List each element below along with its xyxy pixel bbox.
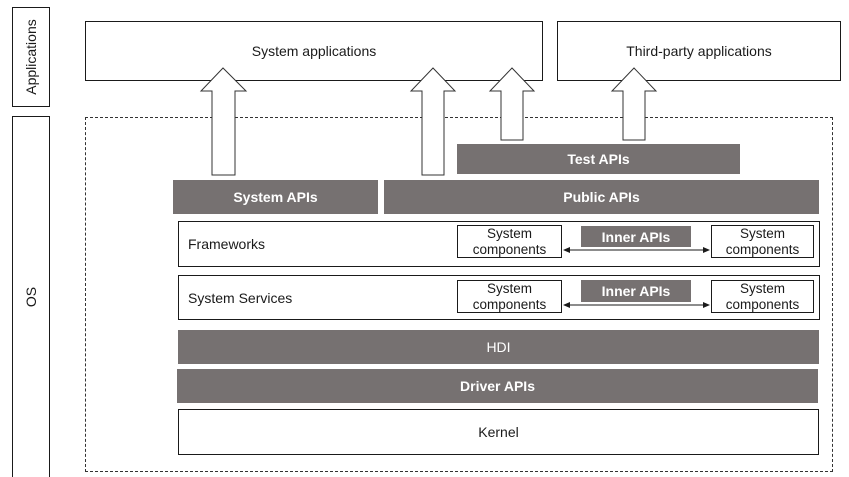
- test-apis-layer: Test APIs: [457, 144, 740, 174]
- driver-apis-label: Driver APIs: [460, 378, 535, 394]
- public-apis-label: Public APIs: [563, 189, 640, 205]
- public-apis-layer: Public APIs: [384, 180, 819, 214]
- up-arrow-public-to-system: [409, 67, 457, 176]
- frameworks-label: Frameworks: [188, 236, 266, 252]
- system-apis-layer: System APIs: [173, 180, 378, 214]
- system-applications-box: System applications: [85, 21, 543, 81]
- third-party-applications-box: Third-party applications: [557, 21, 841, 81]
- os-side-label: OS: [12, 116, 50, 477]
- system-applications-label: System applications: [251, 43, 377, 59]
- hdi-label: HDI: [486, 339, 511, 355]
- system-apis-label: System APIs: [233, 189, 318, 205]
- frameworks-inner-apis: Inner APIs: [581, 226, 691, 247]
- hdi-layer: HDI: [178, 330, 819, 364]
- up-arrow-test-to-third-party: [610, 67, 658, 141]
- inner-apis-label: Inner APIs: [601, 228, 671, 245]
- kernel-label: Kernel: [478, 424, 519, 440]
- test-apis-label: Test APIs: [567, 151, 630, 167]
- up-arrow-test-to-system: [488, 67, 536, 141]
- os-container: [85, 117, 833, 472]
- applications-side-label: Applications: [12, 7, 50, 107]
- system-services-inner-apis: Inner APIs: [581, 280, 691, 302]
- third-party-applications-label: Third-party applications: [626, 43, 772, 59]
- system-services-label: System Services: [188, 289, 293, 306]
- inner-apis-label: Inner APIs: [601, 283, 671, 299]
- up-arrow-system-apis: [199, 67, 248, 176]
- driver-apis-layer: Driver APIs: [177, 369, 818, 403]
- kernel-layer: Kernel: [178, 409, 819, 455]
